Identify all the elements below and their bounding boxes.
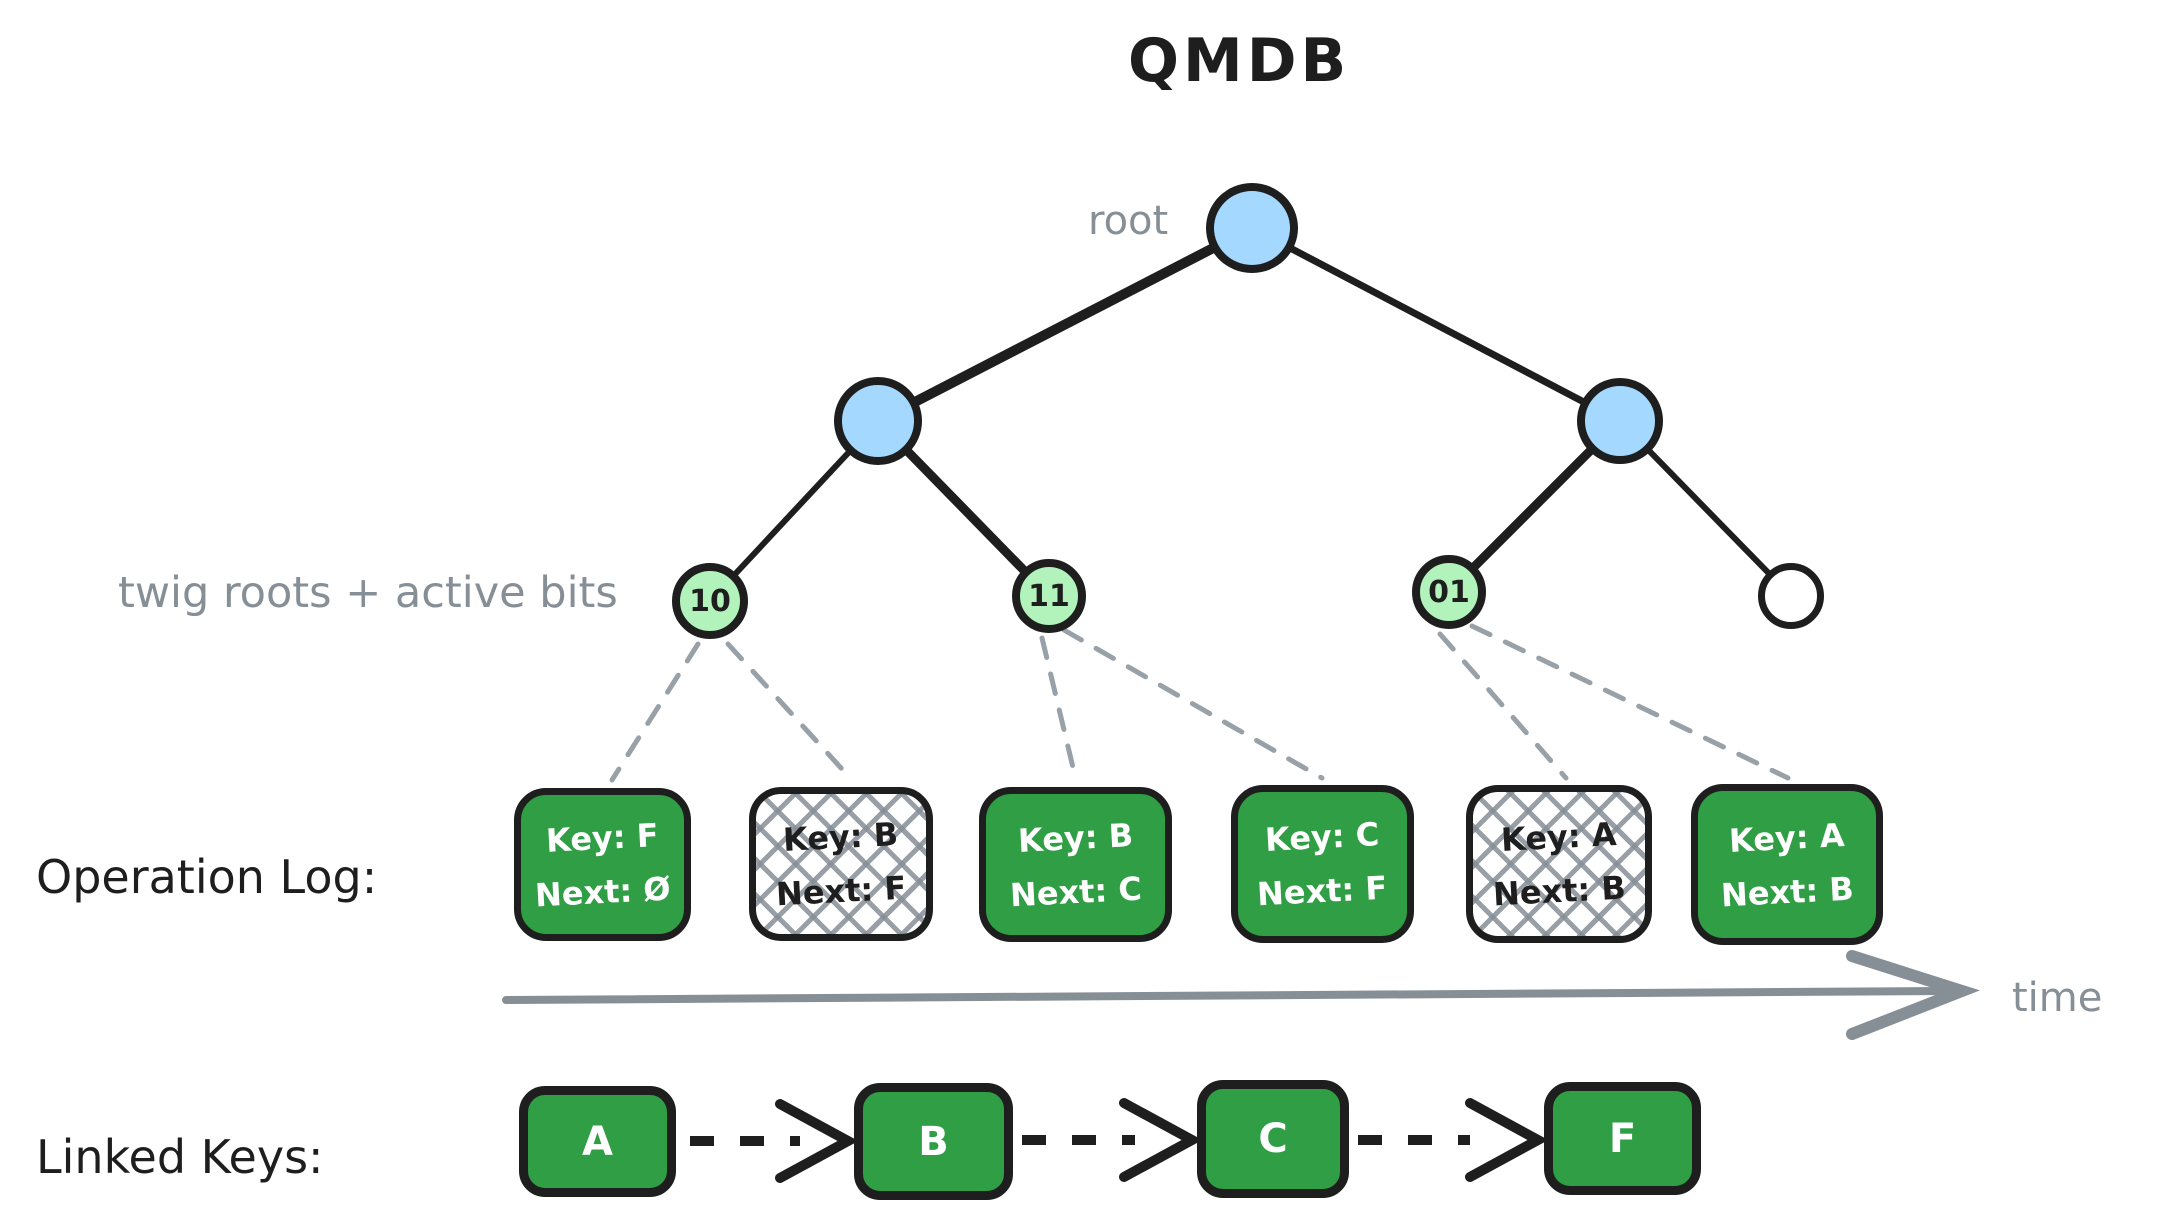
linked-key-f-label: F	[1608, 1115, 1637, 1162]
linked-key-a: A	[519, 1086, 676, 1197]
twig-node-11-label: 11	[1028, 578, 1070, 614]
linked-key-b: B	[854, 1083, 1013, 1200]
linked-keys-label: Linked Keys:	[36, 1130, 324, 1184]
twig-node-10: 10	[672, 563, 748, 639]
op-entry-next: Next: B	[1719, 869, 1855, 914]
linked-arrow-a-b	[690, 1099, 859, 1183]
op-entry-key: Key: F	[545, 815, 660, 860]
op-entry-key: Key: A	[1500, 815, 1618, 859]
twig-node-01: 01	[1412, 555, 1486, 629]
twig-node-10-label: 10	[689, 583, 731, 619]
op-entry-next: Next: B	[1491, 868, 1627, 914]
op-log-entry-2: Key: B Next: F	[749, 787, 933, 941]
page-title: QMDB	[1128, 26, 1351, 96]
connector-twig10-entry1	[609, 641, 701, 783]
op-log-entry-3: Key: B Next: C	[979, 787, 1172, 942]
linked-key-c: C	[1197, 1080, 1349, 1198]
linked-arrow-c-f	[1358, 1098, 1549, 1182]
linked-key-a-label: A	[582, 1118, 613, 1165]
tree-node-internal-left	[834, 377, 922, 465]
twig-roots-label: twig roots + active bits	[118, 568, 618, 618]
op-entry-key: Key: B	[1017, 815, 1134, 860]
connector-twig01-entry6	[1469, 623, 1791, 781]
connector-twig11-entry4	[1061, 627, 1325, 781]
op-entry-key: Key: C	[1264, 815, 1381, 859]
twig-node-11: 11	[1012, 559, 1086, 633]
operation-log-label: Operation Log:	[36, 850, 378, 904]
twig-node-empty	[1758, 563, 1824, 629]
linked-arrow-b-c	[1022, 1098, 1203, 1182]
linked-key-b-label: B	[918, 1118, 949, 1165]
op-entry-next: Next: Ø	[533, 868, 672, 915]
op-log-entry-5: Key: A Next: B	[1466, 785, 1652, 943]
connector-twig01-entry5	[1437, 631, 1569, 781]
op-entry-next: Next: F	[1256, 868, 1389, 914]
linked-key-c-label: C	[1258, 1116, 1288, 1162]
twig-node-01-label: 01	[1428, 574, 1470, 610]
connector-twig11-entry3	[1039, 635, 1079, 783]
op-entry-next: Next: F	[774, 868, 908, 914]
connector-twig10-entry2	[725, 641, 855, 783]
tree-node-internal-right	[1577, 378, 1663, 464]
tree-node-root	[1206, 183, 1298, 273]
linked-key-f: F	[1544, 1082, 1701, 1195]
root-label: root	[1088, 198, 1169, 244]
tree-edge-root-left	[873, 223, 1257, 426]
op-log-entry-4: Key: C Next: F	[1231, 785, 1414, 943]
time-arrow	[502, 950, 1980, 1040]
op-entry-next: Next: C	[1008, 869, 1143, 914]
op-entry-key: Key: A	[1728, 815, 1846, 860]
op-entry-key: Key: B	[782, 815, 900, 859]
op-log-entry-6: Key: A Next: B	[1691, 784, 1883, 945]
tree-edge-root-right	[1248, 224, 1624, 425]
time-axis-label: time	[2012, 975, 2103, 1021]
op-log-entry-1: Key: F Next: Ø	[514, 788, 691, 941]
